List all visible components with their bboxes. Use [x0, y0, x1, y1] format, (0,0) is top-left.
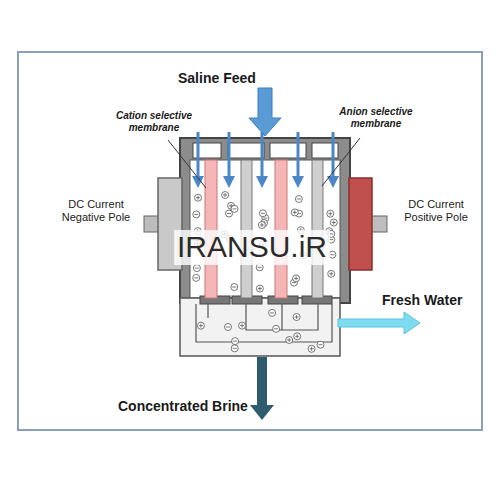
ion-symbol	[193, 265, 200, 272]
ion-symbol	[225, 324, 232, 331]
ion-symbol	[293, 275, 300, 282]
ion-symbol	[295, 196, 302, 203]
ion-symbol	[259, 210, 266, 217]
pole-label: DC Current Negative Pole	[48, 198, 144, 223]
ion-symbol	[291, 209, 298, 216]
cation-membrane	[205, 160, 217, 298]
ion-symbol	[222, 192, 229, 199]
channel-lines	[196, 304, 332, 342]
ion-symbol	[327, 210, 334, 217]
outlet-label: Fresh Water	[382, 292, 462, 308]
ion-symbol	[256, 285, 263, 292]
ion-symbol	[231, 345, 238, 352]
feed-label: Saline Feed	[178, 70, 256, 86]
ion-symbol	[256, 264, 263, 271]
cation-membrane	[275, 160, 287, 298]
feed-arrow	[249, 88, 281, 136]
ion-symbol	[294, 333, 301, 340]
ion-symbol	[197, 322, 204, 329]
cell-interior	[190, 160, 340, 298]
positive-terminal	[371, 216, 387, 232]
fresh-water-arrow	[338, 312, 420, 334]
pole-label: DC Current Positive Pole	[388, 198, 484, 223]
leader-line	[322, 138, 360, 186]
anion-membrane	[312, 160, 323, 298]
inflow-arrows	[198, 132, 333, 182]
ion-symbol	[293, 314, 300, 321]
inlet-slots	[193, 143, 338, 158]
ion-symbol	[286, 337, 293, 344]
ion-symbol	[195, 194, 202, 201]
positive-electrode	[349, 178, 372, 270]
membrane-label: Anion selective membrane	[326, 106, 426, 129]
ion-symbol	[232, 338, 239, 345]
leader-line	[168, 140, 206, 188]
picture-frame	[18, 52, 482, 430]
ion-symbol	[308, 345, 315, 352]
ion-symbol	[231, 205, 238, 212]
anion-membrane	[241, 160, 252, 298]
ion-symbol	[328, 270, 335, 277]
ion-symbol	[269, 309, 276, 316]
ion-symbol	[317, 341, 324, 348]
ion-symbol	[193, 274, 200, 281]
ion-symbol	[193, 211, 200, 218]
collection-channels	[180, 298, 340, 356]
outlet-label: Concentrated Brine	[118, 398, 248, 414]
watermark: IRANSU.iR	[174, 230, 330, 265]
brine-arrow	[250, 357, 274, 420]
membrane-label: Cation selective membrane	[104, 110, 204, 133]
ion-symbols	[193, 192, 338, 353]
ion-symbol	[231, 284, 238, 291]
ion-symbol	[239, 322, 246, 329]
ion-symbol	[258, 222, 265, 229]
ion-symbol	[273, 325, 280, 332]
cell-housing	[180, 138, 350, 303]
ion-symbol	[330, 219, 337, 226]
